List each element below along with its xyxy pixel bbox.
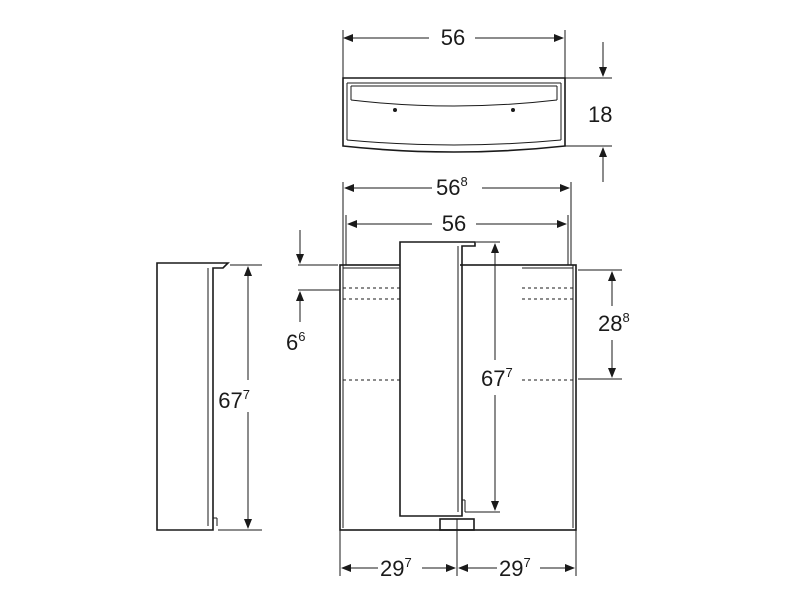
- dim-shelf-height-sup: 8: [622, 310, 629, 325]
- dim-bottom-left-label: 29: [380, 556, 404, 581]
- dim-inner-width-label: 56: [442, 211, 466, 236]
- svg-text:677: 677: [481, 365, 513, 391]
- dim-top-offset-label: 6: [286, 330, 298, 355]
- dim-door-height-sup: 7: [505, 365, 512, 380]
- svg-text:677: 677: [218, 387, 250, 413]
- front-view: [298, 182, 622, 576]
- open-door: [399, 241, 476, 517]
- dim-top-width-label: 56: [441, 25, 465, 50]
- dim-door-height-label: 67: [481, 366, 505, 391]
- hinge-dot-right: [511, 108, 515, 112]
- dim-shelf-height-label: 28: [598, 311, 622, 336]
- svg-text:297: 297: [499, 555, 531, 581]
- dim-top-width: 56: [343, 25, 564, 50]
- side-view: [156, 262, 262, 531]
- dim-bottom-right-sup: 7: [523, 555, 530, 570]
- dim-top-offset: 66: [286, 230, 305, 355]
- hinge-dot-left: [393, 108, 397, 112]
- dim-overall-width: 568: [344, 174, 570, 200]
- svg-text:288: 288: [598, 310, 630, 336]
- dim-overall-width-label: 56: [436, 175, 460, 200]
- dim-inner-width: 56: [347, 211, 567, 236]
- dim-top-depth: 18: [588, 42, 612, 182]
- svg-text:297: 297: [380, 555, 412, 581]
- dim-side-height-label: 67: [218, 388, 242, 413]
- dim-bottom-right-label: 29: [499, 556, 523, 581]
- dim-bottom-right: 297: [458, 555, 575, 581]
- svg-text:568: 568: [436, 174, 468, 200]
- dim-shelf-height: 288: [595, 271, 640, 378]
- svg-text:66: 66: [286, 329, 305, 355]
- dim-bottom-left: 297: [341, 555, 456, 581]
- dim-side-height: 677: [218, 266, 252, 529]
- dim-side-height-sup: 7: [243, 387, 250, 402]
- dim-bottom-left-sup: 7: [404, 555, 411, 570]
- dim-door-height: 677: [478, 243, 522, 511]
- dim-top-offset-sup: 6: [298, 329, 305, 344]
- dim-overall-width-sup: 8: [460, 174, 467, 189]
- dim-top-depth-label: 18: [588, 102, 612, 127]
- top-view: [342, 30, 612, 153]
